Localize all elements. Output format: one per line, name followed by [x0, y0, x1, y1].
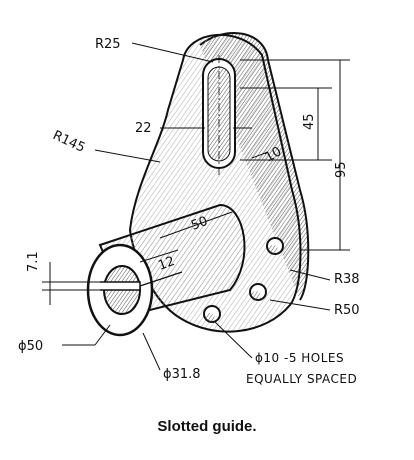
figure-caption: Slotted guide.	[157, 418, 257, 435]
dim-45: 45	[302, 113, 317, 130]
dim-phi31-8: ϕ31.8	[163, 367, 201, 382]
bolt-holes	[203, 237, 284, 323]
holes-note-line1: ϕ10 -5 HOLES	[255, 351, 344, 365]
dimension-lines	[42, 42, 350, 371]
dim-50: 50	[189, 214, 210, 234]
dim-10: 10	[263, 144, 285, 165]
dim-r50: R50	[334, 303, 360, 318]
keyway	[100, 281, 141, 291]
dim-r25: R25	[95, 37, 121, 52]
dim-r38: R38	[334, 272, 360, 287]
dim-r145: R145	[50, 128, 87, 156]
dim-95: 95	[334, 161, 349, 178]
dim-22: 22	[135, 121, 152, 136]
dim-7-1: 7.1	[26, 251, 41, 272]
holes-note-line2: EQUALLY SPACED	[246, 372, 357, 386]
dim-phi50: ϕ50	[18, 339, 43, 354]
dim-12: 12	[156, 254, 177, 274]
